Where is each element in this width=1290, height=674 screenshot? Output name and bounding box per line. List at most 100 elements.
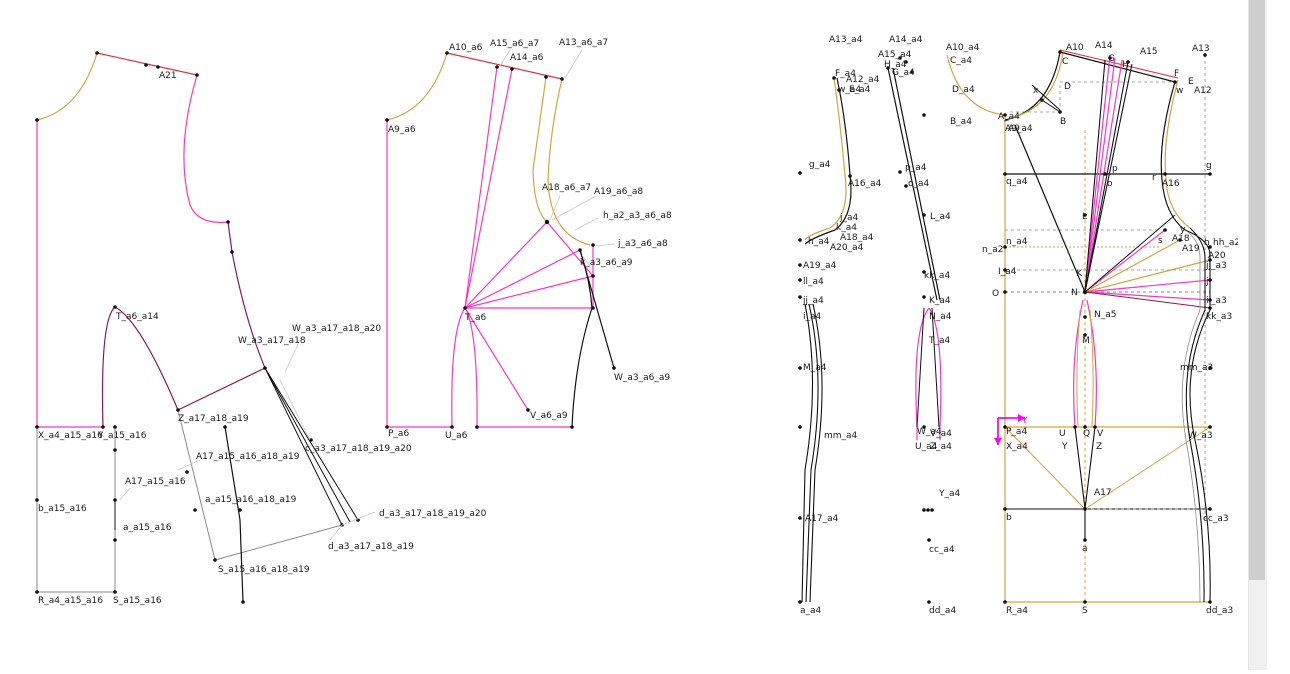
- label: Z_a4: [930, 442, 952, 452]
- label: A12_a4: [846, 75, 880, 85]
- label: V_a6_a9: [530, 411, 568, 421]
- label: A18: [1172, 234, 1190, 244]
- label: N: [1071, 288, 1078, 298]
- label: A13_a6_a7: [559, 38, 608, 48]
- label: B_a4: [950, 117, 972, 127]
- label: T_a6_a14: [115, 312, 159, 322]
- label: s: [1158, 236, 1163, 246]
- label: P_a6: [388, 429, 409, 439]
- label: ii_a3: [1206, 296, 1227, 306]
- label: A10_a6: [449, 43, 483, 53]
- label: B: [1060, 117, 1066, 127]
- label: a_a15_a16: [123, 523, 172, 533]
- label: H_a4: [884, 60, 907, 70]
- label: k_a3_a6_a9: [580, 258, 633, 268]
- neck-curve: [36, 52, 98, 121]
- label: U: [1059, 429, 1066, 439]
- label: r: [1152, 173, 1156, 183]
- label: S_a15_a16: [113, 596, 162, 606]
- armhole-curve: [183, 74, 229, 223]
- axis-x-label: Y: [1021, 416, 1028, 426]
- label: L: [1082, 212, 1087, 222]
- label: a_a15_a16_a18_a19: [205, 495, 297, 505]
- label: X_a4: [1006, 442, 1028, 452]
- label: S: [1082, 606, 1088, 616]
- label: T_a4: [928, 336, 951, 346]
- label: Y: [1061, 442, 1068, 452]
- label: C: [1062, 57, 1068, 67]
- label: A14_a4: [889, 35, 923, 45]
- label: Y_a15_a16: [97, 431, 147, 441]
- label: jj_a4: [802, 296, 824, 306]
- label: A15_a4: [878, 50, 912, 60]
- label: F: [1174, 69, 1179, 79]
- label: dd_a3: [1206, 606, 1233, 616]
- label: cc_a3: [1203, 514, 1229, 524]
- vertical-scrollbar[interactable]: [1238, 0, 1290, 670]
- label: j_a4: [839, 213, 859, 223]
- label: A17: [1094, 488, 1112, 498]
- label: h_a2_a3_a6_a8: [603, 211, 672, 221]
- piece-3: A13_a4 A14_a4 A15_a4 F_a4 H_a4 G_a4 w_a4…: [798, 35, 961, 616]
- label: A14: [1095, 41, 1113, 51]
- label: W_a3_a6_a9: [614, 373, 670, 383]
- label: A14_a6: [510, 53, 544, 63]
- label: a_a4: [800, 606, 822, 616]
- label: ll_a4: [803, 277, 824, 287]
- label: G: [1108, 54, 1115, 64]
- label: R_a4: [1006, 606, 1028, 616]
- label: K_a4: [929, 296, 951, 306]
- label: q_a4: [1006, 177, 1028, 187]
- label: O: [992, 289, 999, 299]
- label: A_a4: [998, 112, 1020, 122]
- label: D_a4: [952, 85, 975, 95]
- label: a: [1082, 544, 1088, 554]
- scrollbar-thumb[interactable]: [1249, 0, 1265, 580]
- label: S_a15_a16_a18_a19: [218, 565, 310, 575]
- label: A19_a6_a8: [594, 187, 643, 197]
- label: I_a4: [998, 267, 1017, 277]
- label: W_a3_a17_a18_a20: [292, 324, 381, 334]
- label: N_a5: [1094, 310, 1116, 320]
- label: Z_a17_a18_a19: [178, 414, 249, 424]
- label: A19: [1182, 244, 1200, 254]
- label: M_a4: [803, 363, 827, 373]
- label: cc_a4: [929, 545, 955, 555]
- label: g_a4: [809, 160, 831, 170]
- label: A16: [1162, 179, 1180, 189]
- label: j: [1205, 277, 1209, 287]
- label: E_a4: [849, 85, 871, 95]
- label: A20: [1208, 251, 1226, 261]
- label: w_a4: [838, 85, 861, 95]
- label: b_a15_a16: [38, 504, 87, 514]
- label: A13: [1192, 44, 1210, 54]
- label: T_a6: [464, 313, 487, 323]
- label: A12: [1194, 86, 1212, 96]
- label: A10_a4: [946, 43, 980, 53]
- piece-2: A10_a6 A15_a6_a7 A13_a6_a7 A14_a6 A9_a6 …: [385, 38, 672, 441]
- label: h_a4: [808, 237, 830, 247]
- label: F_a4: [835, 69, 856, 79]
- label: C_a4: [950, 56, 972, 66]
- label: y: [1180, 225, 1186, 235]
- label: P_a4: [1006, 427, 1027, 437]
- label: A9_a6: [388, 125, 416, 135]
- label: A17_a4: [805, 514, 839, 524]
- label: n_a2: [982, 245, 1003, 255]
- label: H: [1122, 60, 1129, 70]
- drawing-canvas[interactable]: A21 X_a4_a15_a16 Y_a15_a16 T_a6_a14 W_a3…: [0, 0, 1240, 670]
- piece-4: Y A10_a4 C_a4 D_a4 A9_a4 B_a4 A_a4 A10 A…: [946, 41, 1240, 616]
- label: A15: [1140, 47, 1158, 57]
- label: w: [1176, 86, 1183, 96]
- label: mm_a4: [824, 431, 858, 441]
- label: mm_a3: [1180, 363, 1213, 373]
- label: M: [1082, 336, 1090, 346]
- label: X_a4_a15_a16: [38, 431, 103, 441]
- label: W_a4: [917, 427, 942, 437]
- label: d_a3_a17_a18_a19_a20: [379, 509, 487, 519]
- label: Z: [1096, 442, 1102, 452]
- label: j_a3_a6_a8: [617, 239, 668, 249]
- label: hh_a2: [1213, 238, 1238, 248]
- label: V: [1097, 429, 1104, 439]
- side-seam-upper: [227, 221, 266, 369]
